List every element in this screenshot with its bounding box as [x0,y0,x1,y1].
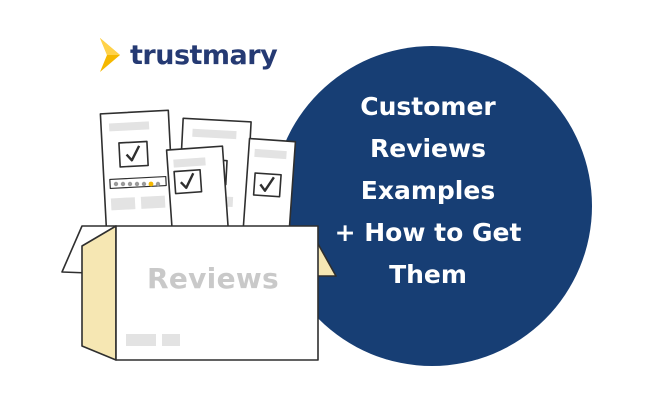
review-card [99,109,177,255]
review-card [241,137,297,243]
headline-line: Them [389,260,467,289]
headline-circle [272,46,592,366]
brand-name: trustmary [130,39,278,71]
brand-logo[interactable]: trustmary [98,38,278,72]
box-left-side [81,225,117,361]
headline-line: Examples [360,176,496,205]
headline-line: Customer [360,92,496,121]
star-rating [113,181,161,187]
box-label: Reviews [146,262,280,295]
review-card [165,145,231,251]
trustmary-logo-icon [100,38,120,72]
headline-line: Reviews [369,134,486,163]
headline-line: + How to Get [334,218,522,247]
headline: Customer Reviews Examples + How to Get T… [326,86,530,296]
